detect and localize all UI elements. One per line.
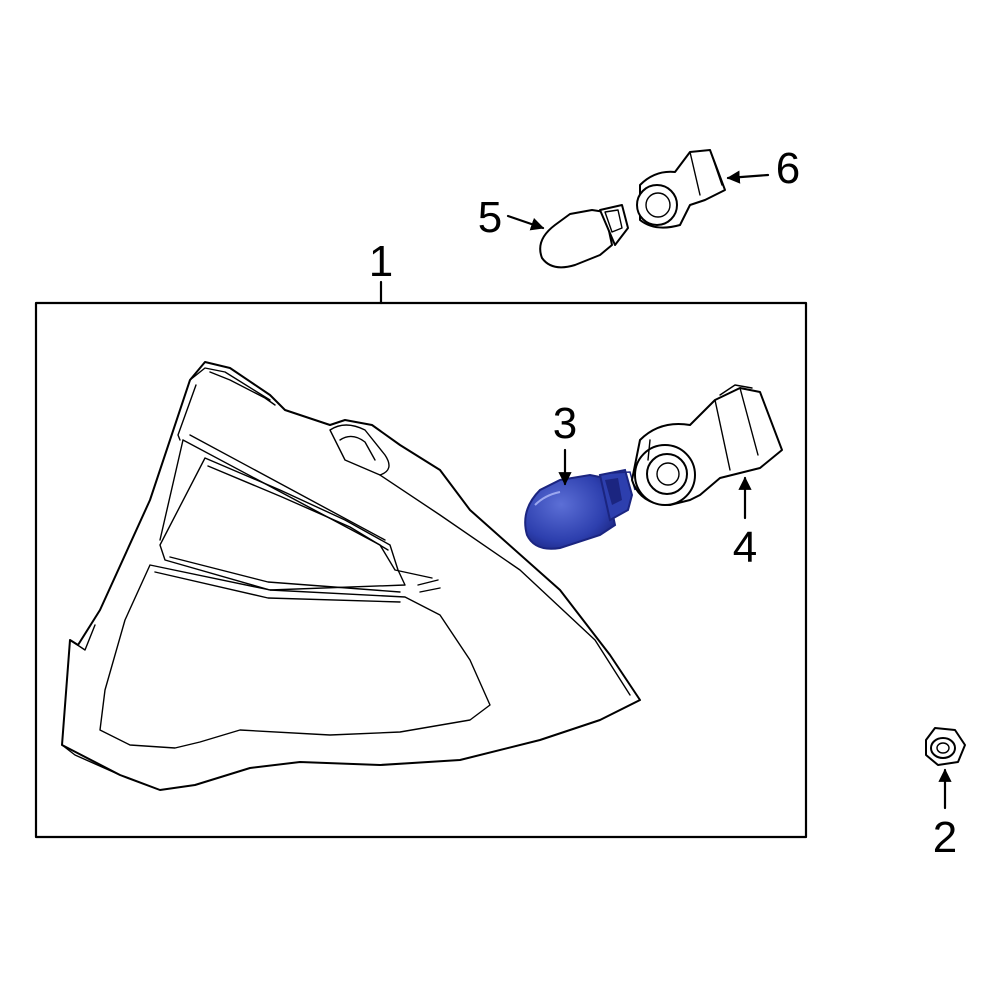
- callout-6[interactable]: 6: [726, 144, 800, 193]
- callout-4-label: 4: [733, 523, 757, 572]
- assembly-frame: [34, 301, 808, 839]
- callout-5[interactable]: 5: [478, 193, 545, 242]
- callout-5-label: 5: [478, 193, 502, 242]
- callout-6-label: 6: [776, 144, 800, 193]
- callout-3-label: 3: [553, 399, 577, 448]
- bulb-socket[interactable]: [631, 384, 783, 506]
- callout-5-arrow: [506, 214, 545, 231]
- nut[interactable]: [925, 727, 966, 766]
- callout-1[interactable]: 1: [369, 237, 393, 305]
- highlighted-bulb[interactable]: [524, 468, 636, 550]
- small-bulb[interactable]: [539, 204, 629, 269]
- callout-2[interactable]: 2: [933, 768, 957, 862]
- small-socket[interactable]: [636, 149, 726, 229]
- callout-6-arrow: [726, 170, 770, 184]
- callout-3[interactable]: 3: [553, 399, 577, 486]
- tail-lamp-housing[interactable]: [61, 361, 641, 791]
- callout-2-label: 2: [933, 813, 957, 862]
- callout-4[interactable]: 4: [733, 476, 757, 572]
- callout-1-label: 1: [369, 237, 393, 286]
